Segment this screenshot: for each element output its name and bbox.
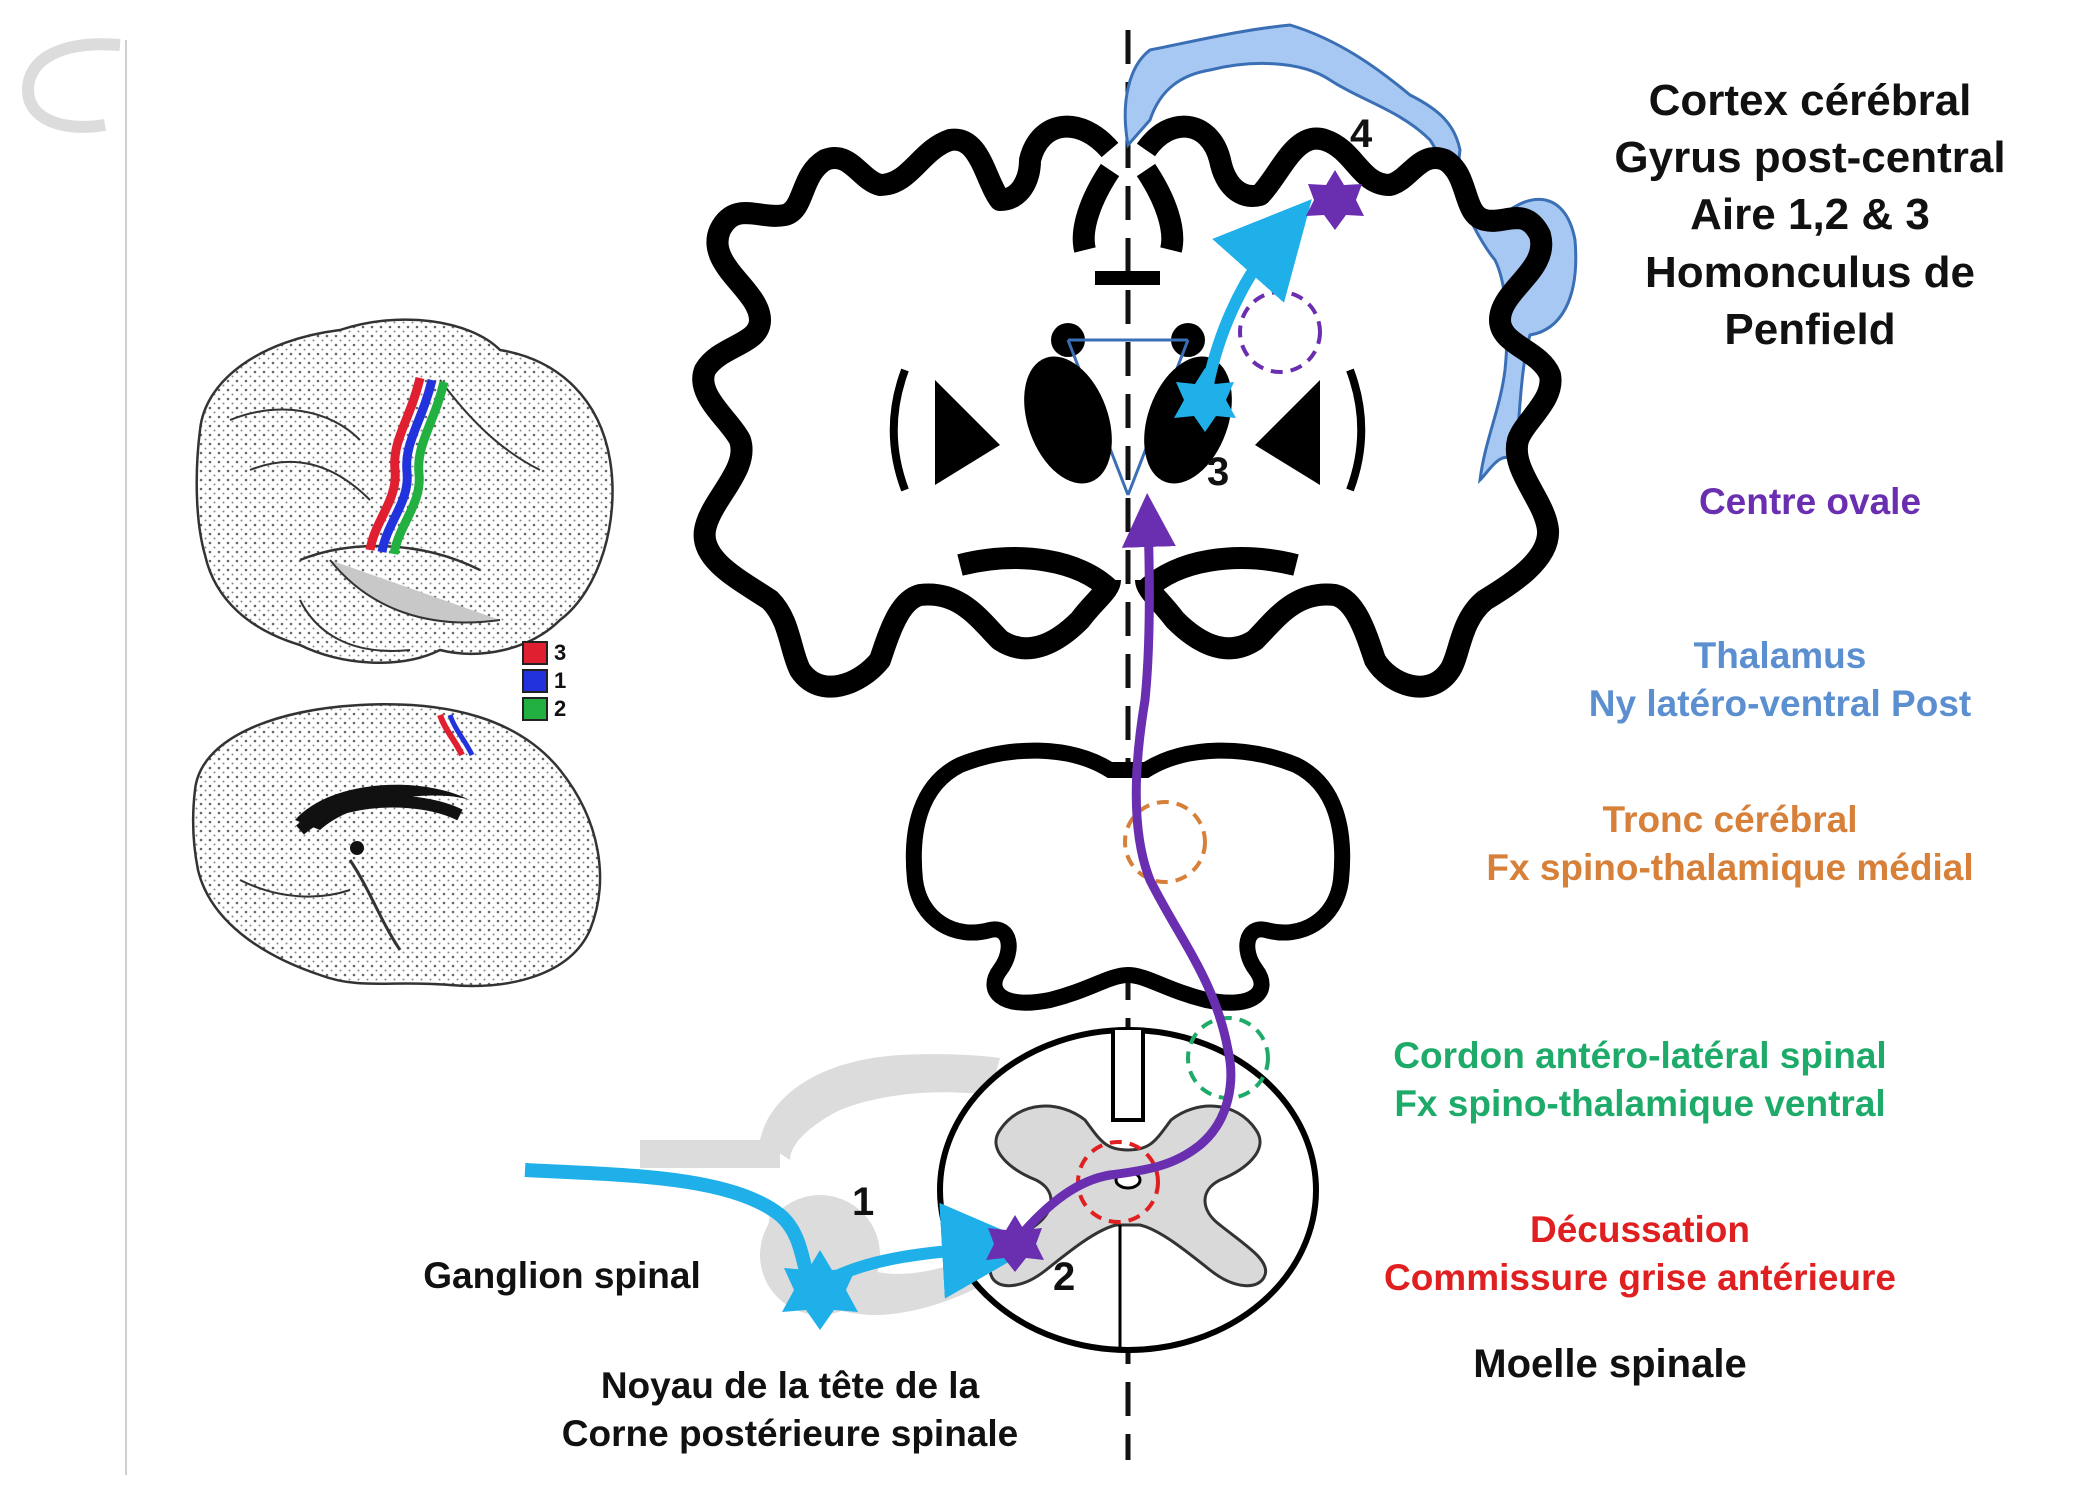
ganglion-label: Ganglion spinal	[423, 1255, 701, 1296]
legend-label: 1	[554, 668, 567, 693]
thalamic-neuron-icon	[1174, 368, 1236, 432]
centre-ovale-label: Centre ovale	[1698, 481, 1922, 522]
frame-decoration	[21, 38, 127, 1475]
ganglion-neuron-icon	[782, 1250, 858, 1330]
legend-swatch	[522, 697, 548, 721]
areas-label: Aire 1,2 & 3	[1690, 190, 1930, 240]
cordon-label: Cordon antéro-latéral spinal Fx spino-th…	[1330, 1032, 1950, 1128]
brainstem-section	[905, 742, 1351, 1011]
gyrus-label: Gyrus post-central	[1614, 133, 2006, 183]
cortical-neuron-icon	[1306, 170, 1364, 230]
spinal-cord-section	[937, 1027, 1319, 1353]
cordon-fx-label: Fx spino-thalamique ventral	[1394, 1083, 1886, 1125]
legend-label: 3	[554, 640, 567, 665]
legend-item-area-3: 3	[522, 640, 566, 666]
penfield-label: Penfield	[1724, 304, 1896, 354]
tronc-title: Tronc cérébral	[1602, 799, 1858, 840]
legend-item-area-1: 1	[522, 668, 566, 694]
second-neuron-pathway	[1011, 493, 1236, 1245]
legend-label: 2	[554, 696, 567, 721]
marker-1: 1	[852, 1180, 875, 1224]
legend-swatch	[522, 669, 548, 693]
tronc-marker	[1123, 800, 1207, 884]
dorsal-horn-neuron-icon	[986, 1215, 1044, 1272]
lenticular-nuclei	[889, 368, 1366, 492]
centre-ovale-marker	[1238, 290, 1322, 374]
decussation-label: Décussation Commissure grise antérieure	[1320, 1206, 1960, 1302]
marker-4: 4	[1350, 112, 1373, 156]
legend-item-area-2: 2	[522, 696, 566, 722]
marker-3: 3	[1207, 450, 1230, 494]
thalamus-title: Thalamus	[1693, 635, 1867, 676]
legend-swatch	[522, 641, 548, 665]
lateral-brain-illustration	[195, 318, 614, 664]
decussation-title: Décussation	[1529, 1209, 1750, 1250]
noyau-label: Noyau de la tête de la Corne postérieure…	[480, 1362, 1100, 1458]
marker-2: 2	[1053, 1255, 1076, 1299]
tronc-fx-label: Fx spino-thalamique médial	[1486, 847, 1974, 889]
moelle-label: Moelle spinale	[1473, 1342, 1747, 1386]
tronc-label: Tronc cérébral Fx spino-thalamique média…	[1420, 796, 2040, 892]
medial-brain-illustration	[191, 703, 602, 988]
thalamus-nucleus-label: Ny latéro-ventral Post	[1588, 683, 1972, 725]
cordon-title: Cordon antéro-latéral spinal	[1393, 1035, 1887, 1076]
commissure-label: Commissure grise antérieure	[1383, 1257, 1897, 1299]
cortex-title: Cortex cérébral	[1648, 76, 1972, 125]
noyau-line2: Corne postérieure spinale	[561, 1413, 1019, 1455]
homunculus-shape	[1123, 23, 1578, 485]
cortex-label: Cortex cérébral Gyrus post-central Aire …	[1560, 72, 2060, 358]
noyau-line1: Noyau de la tête de la	[600, 1365, 980, 1406]
homonculus-label: Homonculus de	[1644, 247, 1976, 297]
coronal-brain-section	[692, 115, 1562, 698]
thalamus-label: Thalamus Ny latéro-ventral Post	[1520, 632, 2040, 728]
